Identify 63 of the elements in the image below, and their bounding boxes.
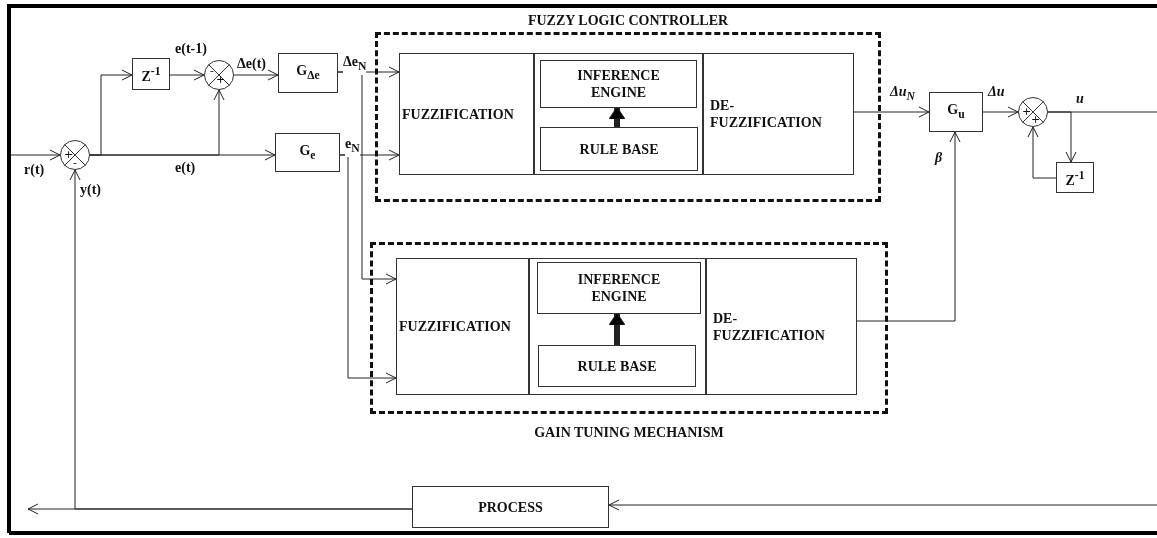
sign-label: + (1031, 114, 1041, 125)
defuzzification-block (706, 258, 857, 395)
inference-engine-block (540, 60, 697, 108)
group-heading: GAIN TUNING MECHANISM (533, 425, 725, 441)
signal-label: r(t) (24, 162, 45, 178)
defuzzification-block (703, 53, 854, 175)
rule-base-block (540, 127, 698, 171)
block-label: PROCESS (478, 498, 543, 516)
signal-arrow (233, 69, 279, 81)
block-label: Z$^{-1}$ (1065, 167, 1085, 189)
gain-block (275, 133, 340, 172)
signal-label: e(t-1) (175, 41, 207, 57)
sign-label: + (1022, 106, 1032, 117)
block-label: G$_{u}$ (947, 101, 965, 123)
signal-arrow (856, 131, 961, 322)
sign-label: + (216, 74, 226, 85)
signal-label: β (935, 150, 943, 166)
signal-arrow (89, 149, 276, 161)
block-arrow (608, 312, 626, 345)
block-label: Z$^{-1}$ (141, 64, 161, 85)
signal-arrow (982, 106, 1019, 118)
block-label: INFERENCE ENGINE (576, 271, 662, 305)
block-label: G$_{Δe}$ (296, 62, 320, 84)
gain-block (278, 53, 338, 93)
signal-arrow (339, 154, 397, 384)
signal-line (1047, 111, 1157, 113)
signal-label: Δe$_{N}$ (343, 54, 367, 75)
block-label: RULE BASE (577, 357, 657, 375)
process-block (412, 486, 609, 528)
block-label: DE- FUZZIFICATION (710, 97, 823, 131)
summing-junction (1018, 97, 1048, 127)
block-label: FUZZIFICATION (399, 318, 511, 335)
signal-label: e(t) (175, 160, 196, 176)
gain-block (929, 92, 983, 132)
block-label: RULE BASE (579, 140, 659, 158)
fuzzification-block (399, 53, 534, 175)
delay-block (132, 58, 170, 90)
sign-label: - (210, 65, 214, 76)
block-arrow (608, 106, 626, 127)
group-heading: FUZZY LOGIC CONTROLLER (526, 13, 730, 29)
inference-section (529, 258, 706, 395)
block-label: G$_{e}$ (299, 141, 316, 164)
delay-block (1056, 162, 1094, 193)
signal-arrow (853, 106, 930, 118)
signal-label: Δe(t) (237, 56, 266, 72)
sign-label: + (64, 149, 74, 160)
signal-arrow (337, 71, 397, 285)
sign-label: - (73, 157, 77, 168)
signal-arrow (69, 169, 413, 510)
rule-base-block (538, 345, 696, 387)
block-label: DE- FUZZIFICATION (713, 309, 826, 344)
summing-junction (204, 60, 234, 90)
inference-engine-block (537, 262, 701, 314)
signal-arrow (9, 149, 61, 161)
inference-section (534, 53, 703, 175)
block-label: INFERENCE ENGINE (576, 67, 661, 101)
signal-label: y(t) (80, 182, 101, 198)
signal-arrow (1027, 126, 1057, 179)
block-label: FUZZIFICATION (402, 105, 514, 123)
summing-junction (60, 140, 90, 170)
fuzzification-block (396, 258, 529, 395)
signal-arrow (608, 499, 1157, 511)
signal-arrow (169, 69, 205, 81)
